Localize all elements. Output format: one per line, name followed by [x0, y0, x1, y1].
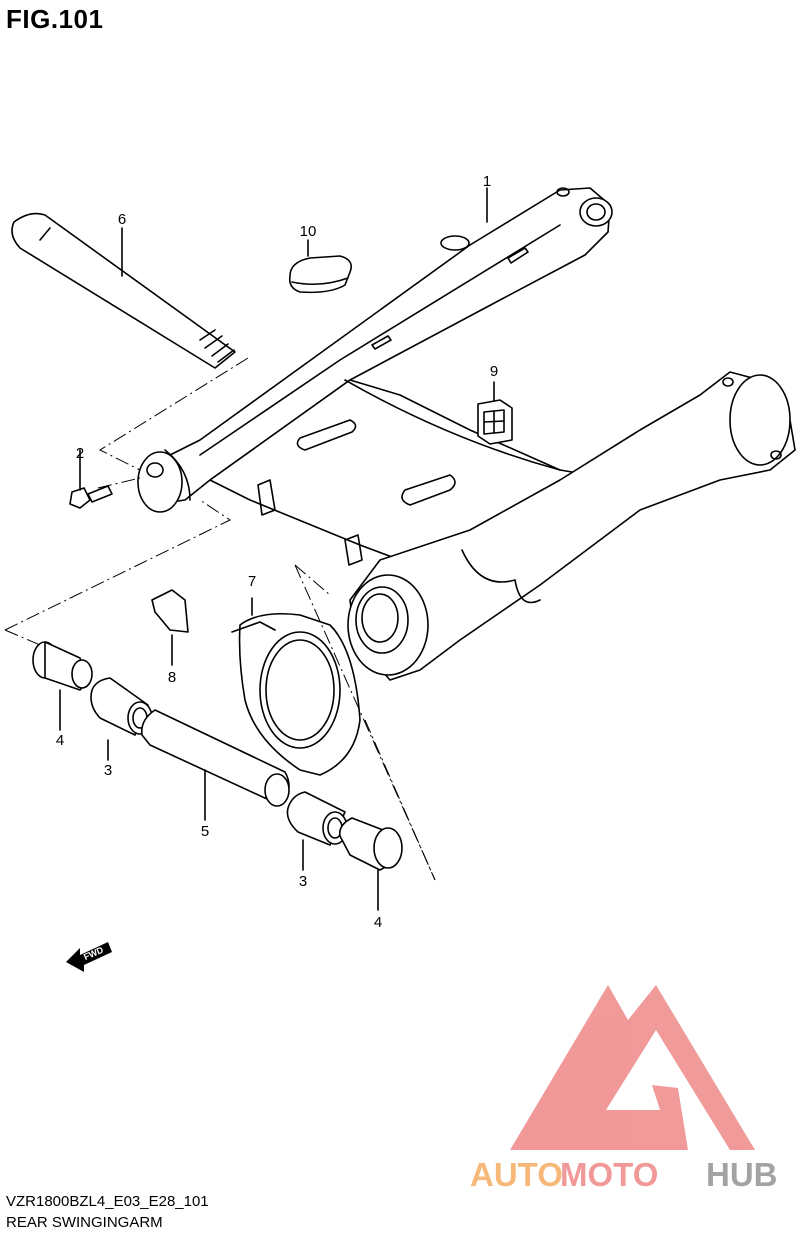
part-label-10: 10	[300, 223, 317, 240]
diagram-title: REAR SWINGINGARM	[6, 1214, 163, 1231]
oil-seal-right	[338, 817, 403, 911]
automotohub-logo: AUTO MOTO HUB	[470, 985, 778, 1193]
logo-word-auto: AUTO	[470, 1156, 563, 1193]
oil-seal-left	[32, 641, 93, 731]
spacer	[140, 709, 290, 821]
bolt	[69, 449, 113, 509]
figure-title: FIG.101	[6, 4, 104, 34]
needle-bearing-right	[286, 791, 348, 871]
chain-guard	[231, 597, 361, 776]
part-label-3b: 3	[299, 873, 307, 890]
part-label-1: 1	[483, 173, 491, 190]
part-label-4a: 4	[56, 732, 64, 749]
part-label-7: 7	[248, 573, 256, 590]
part-label-5: 5	[201, 823, 209, 840]
fwd-arrow-icon: FWD	[66, 942, 112, 972]
part-label-2: 2	[76, 445, 84, 462]
part-number-labels: 1 2 3 3 4 4 5 6 7 8 9 10	[56, 173, 498, 931]
part-label-9: 9	[490, 363, 498, 380]
part-label-8: 8	[168, 669, 176, 686]
swingarm-pivot-bosses	[137, 449, 429, 676]
part-label-3a: 3	[104, 762, 112, 779]
pivot-shaft	[11, 212, 236, 369]
part-label-4b: 4	[374, 914, 382, 931]
swingarm-right-arm	[349, 371, 796, 681]
needle-bearing-left	[90, 677, 153, 761]
logo-word-hub: HUB	[706, 1156, 778, 1193]
dust-seal-cap	[288, 239, 353, 294]
logo-word-moto: MOTO	[560, 1156, 658, 1193]
pad	[151, 589, 189, 666]
rubber-plug	[477, 381, 513, 445]
diagram-code: VZR1800BZL4_E03_E28_101	[6, 1193, 209, 1210]
swingarm-left-rail	[139, 187, 613, 506]
assembly-guide-lines	[4, 357, 436, 881]
part-label-6: 6	[118, 211, 126, 228]
logo-triangle-icon	[510, 985, 755, 1150]
